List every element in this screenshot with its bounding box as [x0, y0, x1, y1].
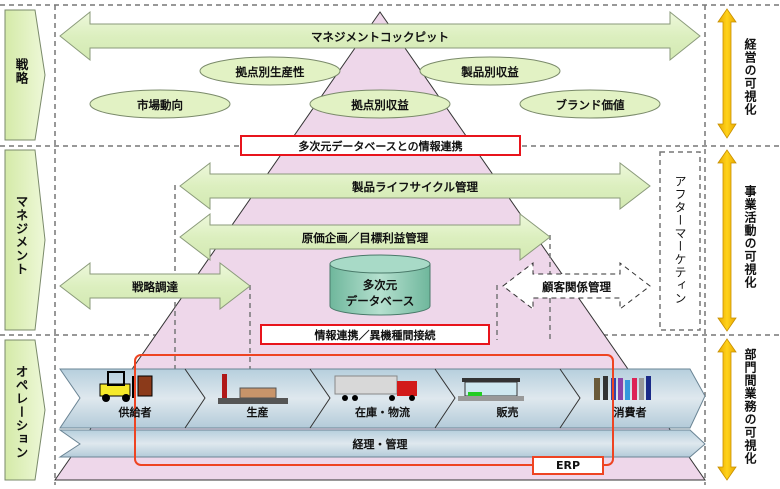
- cost-planning-label: 原価企画／目標利益管理: [301, 231, 429, 245]
- after-marketing-frame: [659, 151, 701, 331]
- erp-label: ERP: [532, 456, 604, 475]
- crm-label: 顧客関係管理: [542, 280, 611, 294]
- factory-icon: [218, 374, 288, 404]
- oval-label-product-profit: 製品別収益: [461, 65, 519, 79]
- visibility-arrow-strategy: [717, 8, 737, 139]
- chain-label-sales: 販売: [496, 406, 519, 419]
- visibility-label-management: 事業活動の可視化: [743, 185, 757, 289]
- chain-label-production: 生産: [246, 406, 269, 419]
- oval-site-profit: [309, 89, 451, 119]
- value-chain: [58, 368, 706, 458]
- layer-label-strategy: 戦略: [13, 58, 29, 85]
- product-lifecycle-arrow: [179, 161, 651, 211]
- oval-market-trends: [89, 89, 231, 119]
- value-chain-band: [59, 368, 706, 429]
- strategic-procurement-arrow: [59, 261, 251, 311]
- database-label-line2: データベース: [345, 294, 415, 308]
- chain-label-supplier: 供給者: [118, 406, 152, 419]
- db-link-box: 多次元データベースとの情報連携: [240, 135, 521, 156]
- strategic-procurement-label: 戦略調達: [132, 280, 178, 294]
- database-label-line1: 多次元: [362, 278, 398, 292]
- chain-label-consumer: 消費者: [613, 406, 647, 419]
- integration-box: 情報連携／異機種間接続: [260, 324, 490, 345]
- oval-label-site-profit: 拠点別収益: [351, 98, 409, 112]
- cockpit-arrow: [59, 10, 701, 62]
- oval-site-productivity: [199, 56, 341, 86]
- visibility-arrow-operation: [717, 338, 737, 481]
- oval-brand-value: [519, 89, 661, 119]
- chain-label-logistics: 在庫・物流: [355, 406, 410, 419]
- oval-label-site-productivity: 拠点別生産性: [235, 65, 305, 79]
- erp-boundary: [134, 354, 614, 466]
- layer-label-operation: オペレーション: [13, 365, 29, 460]
- store-icon: [458, 378, 524, 401]
- cost-planning-arrow: [179, 212, 551, 262]
- accounting-band: [58, 429, 706, 458]
- database-cylinder: [329, 254, 431, 316]
- after-marketing-label: アフターマーケティン: [673, 175, 687, 305]
- layer-label-management: マネジメント: [13, 195, 29, 276]
- product-lifecycle-label: 製品ライフサイクル管理: [352, 180, 478, 194]
- truck-icon: [334, 375, 417, 401]
- oval-label-brand-value: ブランド価値: [555, 98, 625, 112]
- visibility-label-operation: 部門間業務の可視化: [743, 348, 757, 465]
- layer-chevrons: [4, 9, 46, 481]
- chevron-operation: [4, 339, 46, 481]
- cockpit-label: マネジメントコックピット: [311, 30, 449, 44]
- visibility-label-strategy: 経営の可視化: [743, 38, 757, 116]
- oval-product-profit: [419, 56, 561, 86]
- accounting-label: 経理・管理: [352, 438, 408, 451]
- chevron-strategy: [4, 9, 46, 141]
- strategy-ovals: [89, 56, 661, 119]
- crm-arrow: [502, 261, 651, 311]
- management-guides: [174, 151, 701, 400]
- visibility-arrow-management: [717, 149, 737, 332]
- visibility-arrows: [717, 8, 737, 481]
- oval-label-market-trends: 市場動向: [137, 98, 183, 112]
- chevron-management: [4, 149, 46, 331]
